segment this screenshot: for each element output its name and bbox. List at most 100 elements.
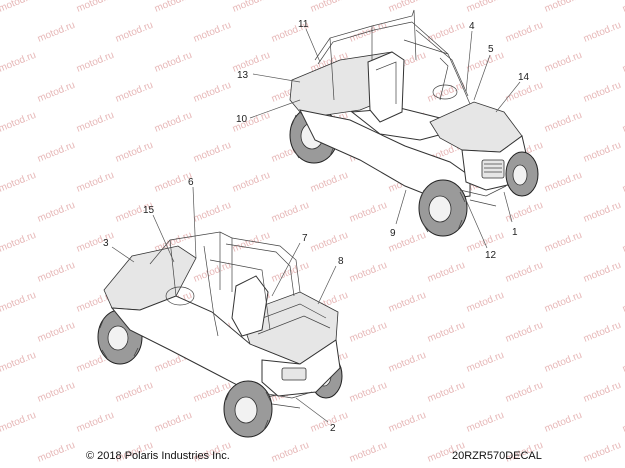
- watermark-text: motod.ru: [621, 170, 625, 195]
- watermark-text: motod.ru: [582, 260, 623, 285]
- callout-5: 5: [488, 44, 494, 55]
- watermark-text: motod.ru: [309, 0, 350, 15]
- watermark-text: motod.ru: [75, 110, 116, 135]
- upper-body-side: [299, 109, 471, 201]
- upper-steering-wheel: [432, 84, 458, 100]
- watermark-text: motod.ru: [582, 20, 623, 45]
- callout-4: 4: [469, 21, 475, 32]
- watermark-text: motod.ru: [36, 20, 77, 45]
- watermark-text: motod.ru: [582, 200, 623, 225]
- watermark-text: motod.ru: [348, 200, 389, 225]
- watermark-text: motod.ru: [0, 350, 38, 375]
- lower-steering-wheel: [165, 286, 195, 306]
- leader-lines: [111, 28, 521, 423]
- watermark-text: motod.ru: [231, 0, 272, 15]
- watermark-text: motod.ru: [621, 50, 625, 75]
- watermark-text: motod.ru: [0, 290, 38, 315]
- watermark-text: motod.ru: [621, 410, 625, 435]
- watermark-text: motod.ru: [582, 140, 623, 165]
- watermark-text: motod.ru: [387, 290, 428, 315]
- watermark-text: motod.ru: [426, 20, 467, 45]
- watermark-text: motod.ru: [75, 230, 116, 255]
- watermark-text: motod.ru: [36, 320, 77, 345]
- watermark-text: motod.ru: [153, 110, 194, 135]
- vehicle-lower: [97, 231, 343, 438]
- watermark-text: motod.ru: [387, 0, 428, 15]
- watermark-text: motod.ru: [543, 290, 584, 315]
- watermark-text: motod.ru: [426, 260, 467, 285]
- watermark-text: motod.ru: [348, 320, 389, 345]
- callout-2: 2: [330, 423, 336, 434]
- watermark-text: motod.ru: [543, 350, 584, 375]
- callout-6: 6: [188, 177, 194, 188]
- watermark-text: motod.ru: [348, 260, 389, 285]
- watermark-text: motod.ru: [36, 440, 77, 465]
- callout-12: 12: [485, 250, 497, 261]
- watermark-text: motod.ru: [75, 0, 116, 15]
- lower-suspension: [267, 391, 313, 409]
- upper-front-right-wheel: [505, 151, 539, 197]
- callout-14: 14: [518, 72, 530, 83]
- watermark-text: motod.ru: [504, 20, 545, 45]
- watermark-text: motod.ru: [114, 140, 155, 165]
- watermark-text: motod.ru: [465, 50, 506, 75]
- callout-8: 8: [338, 256, 344, 267]
- drawing-code: 20RZR570DECAL: [452, 450, 542, 462]
- watermark-text: motod.ru: [621, 110, 625, 135]
- watermark-text: motod.ru: [153, 0, 194, 15]
- callout-15: 15: [143, 205, 155, 216]
- copyright-notice: © 2018 Polaris Industries Inc.: [86, 450, 230, 462]
- callout-10: 10: [236, 114, 248, 125]
- callout-labels: 11 13 10 4 5 14 9 12 1 6 15 3 7 8 2: [103, 19, 530, 434]
- watermark-text: motod.ru: [465, 290, 506, 315]
- watermark-text: motod.ru: [75, 50, 116, 75]
- watermark-text: motod.ru: [231, 230, 272, 255]
- watermark-text: motod.ru: [621, 290, 625, 315]
- watermark-text: motod.ru: [36, 260, 77, 285]
- watermark-text: motod.ru: [75, 170, 116, 195]
- lower-tail-panel: [281, 367, 307, 381]
- watermark-text: motod.ru: [36, 140, 77, 165]
- watermark-text: motod.ru: [114, 20, 155, 45]
- upper-grille: [481, 159, 505, 179]
- watermark-text: motod.ru: [231, 170, 272, 195]
- watermark-text: motod.ru: [504, 80, 545, 105]
- upper-seat: [367, 51, 405, 123]
- watermark-text: motod.ru: [543, 0, 584, 15]
- callout-1: 1: [512, 227, 518, 238]
- watermark-text: motod.ru: [426, 80, 467, 105]
- watermark-text: motod.ru: [0, 50, 38, 75]
- watermark-text: motod.ru: [543, 410, 584, 435]
- watermark-text: motod.ru: [0, 0, 38, 15]
- watermark-text: motod.ru: [465, 350, 506, 375]
- watermark-text: motod.ru: [621, 0, 625, 15]
- watermark-text: motod.ru: [582, 320, 623, 345]
- watermark-text: motod.ru: [465, 0, 506, 15]
- vehicle-upper: [289, 9, 539, 237]
- watermark-text: motod.ru: [543, 110, 584, 135]
- watermark-text: motod.ru: [192, 140, 233, 165]
- watermark-text: motod.ru: [36, 200, 77, 225]
- watermark-text: motod.ru: [387, 350, 428, 375]
- watermark-text: motod.ru: [426, 320, 467, 345]
- watermark-text: motod.ru: [309, 170, 350, 195]
- watermark-text: motod.ru: [426, 380, 467, 405]
- watermark-text: motod.ru: [36, 80, 77, 105]
- watermark-text: motod.ru: [621, 230, 625, 255]
- watermark-text: motod.ru: [75, 410, 116, 435]
- watermark-text: motod.ru: [270, 260, 311, 285]
- watermark-text: motod.ru: [192, 20, 233, 45]
- watermark-text: motod.ru: [0, 410, 38, 435]
- lower-front-right-wheel: [223, 380, 273, 438]
- watermark-text: motod.ru: [192, 200, 233, 225]
- watermark-text: motod.ru: [621, 350, 625, 375]
- callout-13: 13: [237, 70, 249, 81]
- watermark-text: motod.ru: [465, 410, 506, 435]
- callout-11: 11: [298, 19, 309, 30]
- watermark-text: motod.ru: [309, 230, 350, 255]
- watermark-text: motod.ru: [270, 440, 311, 465]
- upper-hood: [429, 101, 523, 153]
- watermark-text: motod.ru: [543, 230, 584, 255]
